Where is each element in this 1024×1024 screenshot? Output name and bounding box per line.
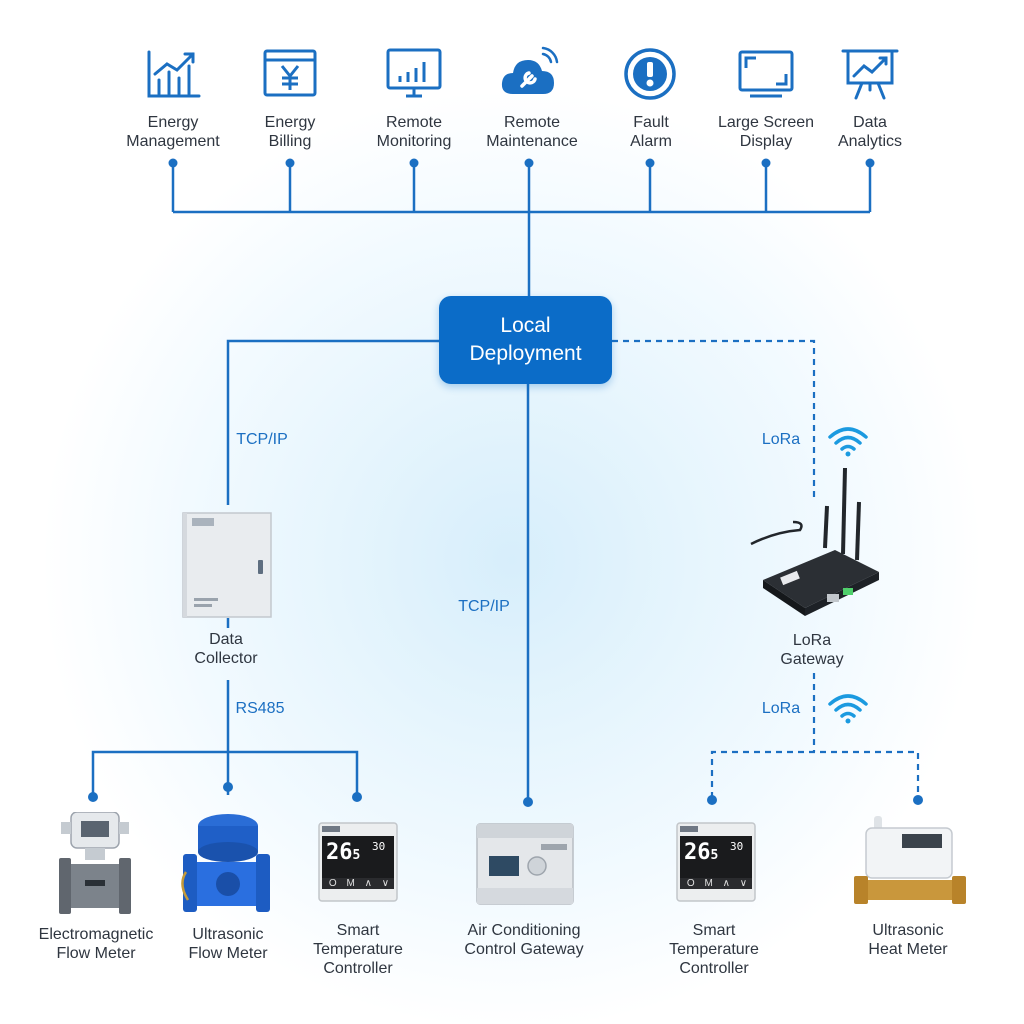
- smart-temperature-controller-image: [318, 822, 398, 902]
- ultrasonic-heat-meter-image: [854, 816, 966, 904]
- protocol-label-tcp-center: TCP/IP: [458, 598, 510, 615]
- ultrasonic-flow-meter-image: [181, 814, 270, 912]
- thermostat-temp-reading: 265: [326, 840, 361, 865]
- remote-monitoring-monitor-icon: [386, 48, 442, 98]
- electromagnetic-flow-meter-image: [59, 812, 131, 914]
- remote-maintenance-cloud-wrench-icon: [501, 46, 559, 94]
- thermostat-temp-reading: 265: [684, 840, 719, 865]
- data-analytics-presentation-icon: [841, 49, 899, 100]
- fault-alarm-exclamation-icon: [624, 48, 676, 100]
- data-collector-cabinet-image: [182, 512, 272, 618]
- thermostat-setpoint: 30: [372, 840, 386, 853]
- thermostat-setpoint: 30: [730, 840, 744, 853]
- smart-temperature-controller-image: [676, 822, 756, 902]
- wireless-signal-icon: [828, 427, 868, 457]
- energy-billing-yen-icon: [263, 49, 317, 97]
- hub-line2: Deployment: [469, 342, 582, 365]
- lora-gateway-router-image: [750, 467, 879, 616]
- protocol-label-lora-top: LoRa: [761, 431, 801, 448]
- energy-management-chart-icon: [147, 50, 201, 98]
- protocol-label-rs485: RS485: [235, 700, 285, 717]
- hub-line1: Local: [500, 314, 551, 337]
- large-screen-display-icon: [738, 50, 794, 98]
- protocol-label-tcp-left: TCP/IP: [236, 431, 288, 448]
- local-deployment-node: Local Deployment: [439, 296, 612, 384]
- protocol-label-lora-bottom: LoRa: [761, 700, 801, 717]
- air-conditioning-control-gateway-image: [476, 823, 574, 905]
- wireless-signal-icon: [828, 694, 868, 724]
